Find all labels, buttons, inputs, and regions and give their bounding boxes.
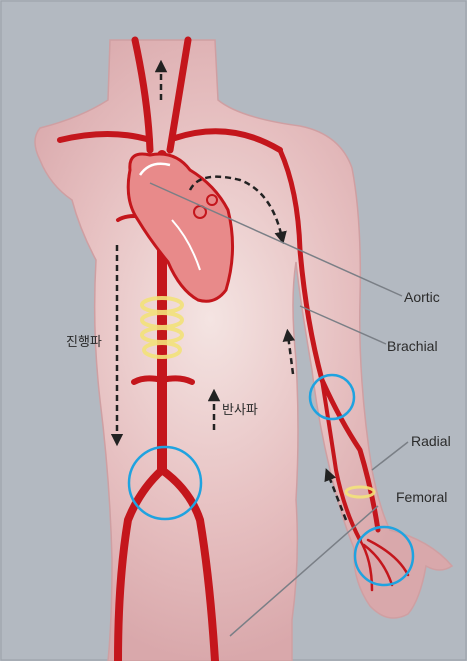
label-forward-wave: 진행파 [66,334,102,350]
label-femoral: Femoral [396,489,447,505]
label-reflected-wave: 반사파 [222,403,258,418]
label-aortic: Aortic [404,289,440,305]
label-radial: Radial [411,433,451,449]
renal-arteries [134,378,192,382]
label-brachial: Brachial [387,338,438,354]
